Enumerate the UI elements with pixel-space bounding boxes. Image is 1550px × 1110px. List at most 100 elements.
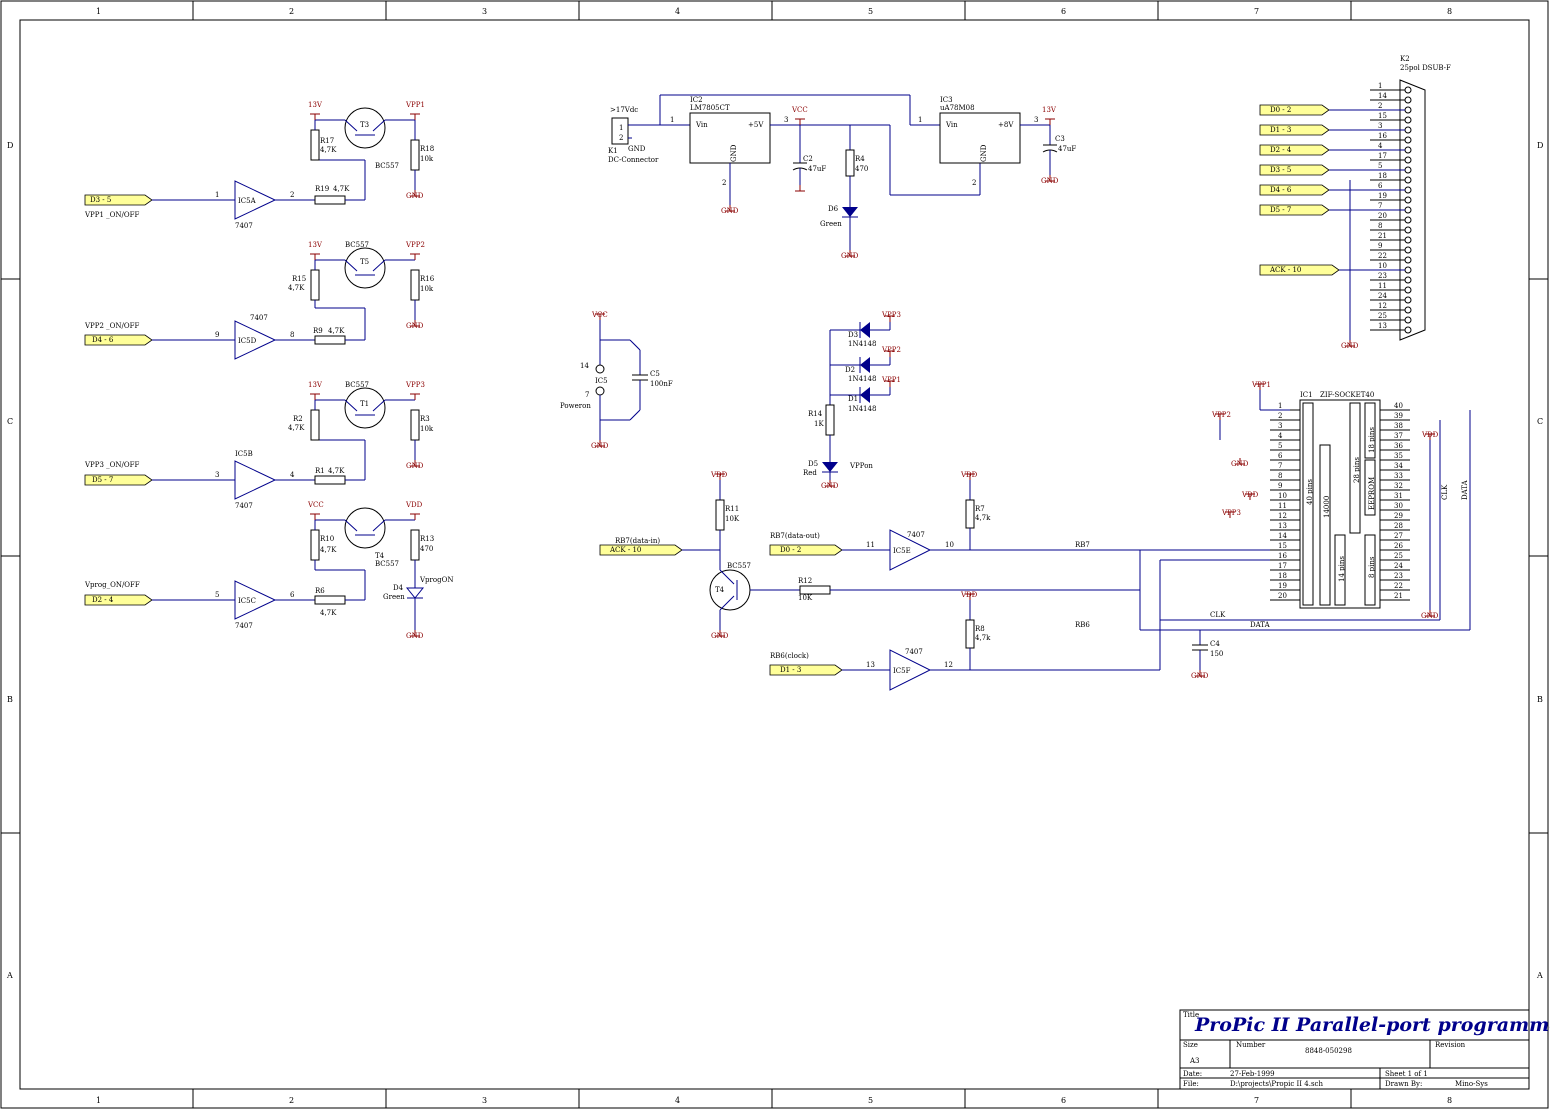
svg-text:D3: D3 — [848, 331, 858, 339]
svg-text:2: 2 — [722, 179, 726, 187]
dsub-pin-number: 19 — [1378, 192, 1387, 200]
zif-pin-left: 7 — [1278, 462, 1282, 470]
dsub-pin — [1404, 116, 1412, 124]
svg-text:2: 2 — [290, 191, 294, 199]
svg-text:R18: R18 — [420, 145, 434, 153]
resistor-r17 — [310, 129, 320, 161]
svg-text:Date:: Date: — [1183, 1070, 1202, 1078]
svg-text:14: 14 — [580, 362, 589, 370]
svg-text:T4: T4 — [375, 552, 385, 560]
svg-text:IC5B: IC5B — [235, 450, 253, 458]
svg-text:IC5F: IC5F — [893, 667, 911, 675]
svg-text:D2 - 4: D2 - 4 — [1270, 146, 1292, 154]
dsub-pin-number: 25 — [1378, 312, 1387, 320]
svg-text:GND: GND — [406, 322, 424, 330]
ic5-decoupling: VCC C5 100nF 14 IC5 7 Poweron GND — [560, 311, 673, 450]
port-d0-2 — [769, 544, 843, 556]
svg-text:47uF: 47uF — [808, 165, 826, 173]
svg-text:10: 10 — [945, 541, 954, 549]
svg-text:Vprog_ON/OFF: Vprog_ON/OFF — [84, 581, 140, 589]
dsub-pin — [1404, 206, 1412, 214]
svg-text:Revision: Revision — [1435, 1041, 1466, 1049]
col-label: 4 — [675, 1096, 680, 1105]
svg-text:4: 4 — [290, 471, 295, 479]
svg-text:File:: File: — [1183, 1080, 1199, 1088]
zif-pin-right: 21 — [1394, 592, 1403, 600]
zif-pin-left: 18 — [1278, 572, 1287, 580]
svg-text:VDD: VDD — [960, 591, 978, 599]
row-label: C — [7, 417, 13, 426]
svg-text:VCC: VCC — [307, 501, 324, 509]
svg-text:Green: Green — [383, 593, 405, 601]
svg-text:8 pins: 8 pins — [1368, 556, 1376, 578]
dsub-pin — [1404, 326, 1412, 334]
row-label: A — [6, 971, 13, 980]
svg-text:DATA: DATA — [1461, 479, 1469, 500]
resistor-r1 — [314, 475, 346, 485]
dsub-pin-number: 15 — [1378, 112, 1387, 120]
svg-text:+5V: +5V — [748, 121, 764, 129]
svg-text:8: 8 — [290, 331, 294, 339]
resistor-r19 — [314, 195, 346, 205]
col-label: 6 — [1061, 7, 1066, 16]
vpp3-switch: VPP3 _ON/OFF D5 - 7 3 IC5B 7407 4 R1 4,7… — [84, 381, 434, 510]
svg-text:7407: 7407 — [907, 531, 925, 539]
svg-text:3: 3 — [215, 471, 219, 479]
transistor-t4 — [344, 507, 386, 549]
svg-text:7407: 7407 — [905, 648, 923, 656]
dsub-pin — [1404, 136, 1412, 144]
resistor-r12 — [799, 585, 831, 595]
row-label: C — [1537, 417, 1543, 426]
buffer-ic5b — [234, 460, 277, 500]
zif-pin-left: 6 — [1278, 452, 1283, 460]
svg-text:VDD: VDD — [405, 501, 423, 509]
col-label: 2 — [289, 7, 294, 16]
svg-text:RB6(clock): RB6(clock) — [770, 652, 809, 660]
svg-text:4,7K: 4,7K — [328, 467, 345, 475]
dsub-pin — [1404, 126, 1412, 134]
zif-pin-left: 17 — [1278, 562, 1287, 570]
svg-text:D2: D2 — [845, 366, 855, 374]
col-label: 8 — [1447, 1096, 1452, 1105]
svg-text:R16: R16 — [420, 275, 435, 283]
col-label: 5 — [868, 1096, 873, 1105]
svg-text:D4 - 6: D4 - 6 — [92, 336, 114, 344]
zif-pin-left: 9 — [1278, 482, 1282, 490]
svg-text:VPP2: VPP2 — [405, 241, 425, 249]
col-label: 3 — [482, 7, 487, 16]
dsub-pin-number: 4 — [1378, 142, 1383, 150]
port-d1-3 — [769, 664, 843, 676]
svg-text:Mino-Sys: Mino-Sys — [1455, 1080, 1488, 1088]
svg-text:13V: 13V — [1042, 106, 1057, 114]
svg-text:470: 470 — [855, 165, 868, 173]
zif-pin-right: 26 — [1394, 542, 1403, 550]
dsub-pin-number: 17 — [1378, 152, 1387, 160]
dsub-pin — [1404, 316, 1412, 324]
dsub-pin-number: 16 — [1378, 132, 1387, 140]
svg-text:VPP3: VPP3 — [405, 381, 425, 389]
dsub-pin — [1404, 156, 1412, 164]
svg-text:9: 9 — [215, 331, 219, 339]
svg-text:VPP1: VPP1 — [405, 101, 425, 109]
zif-pin-left: 19 — [1278, 582, 1287, 590]
svg-text:DC-Connector: DC-Connector — [608, 156, 659, 164]
port-d5-7 — [84, 474, 153, 486]
data-clock-lines: RB7(data-in) ACK - 10 VDD R11 10K T4 BC5… — [599, 471, 1470, 691]
buffer-ic5c — [234, 580, 277, 620]
port-d3-5 — [84, 194, 153, 206]
zif-pin-right: 39 — [1394, 412, 1403, 420]
svg-text:25pol DSUB-F: 25pol DSUB-F — [1400, 64, 1451, 72]
dsub-pin-number: 2 — [1378, 102, 1382, 110]
svg-text:GND: GND — [628, 145, 646, 153]
resistor-r14 — [825, 404, 835, 436]
svg-text:IC3: IC3 — [940, 96, 953, 104]
svg-text:GND: GND — [730, 144, 738, 162]
svg-text:R2: R2 — [293, 415, 303, 423]
svg-text:11: 11 — [866, 541, 875, 549]
svg-text:D5: D5 — [808, 460, 818, 468]
row-label: B — [7, 695, 13, 704]
zif-pin-right: 34 — [1394, 462, 1403, 470]
power-supply: >17Vdc 1 2 K1 DC-Connector GND 1 IC2 LM7… — [608, 94, 1076, 260]
svg-text:VPP1: VPP1 — [881, 376, 901, 384]
